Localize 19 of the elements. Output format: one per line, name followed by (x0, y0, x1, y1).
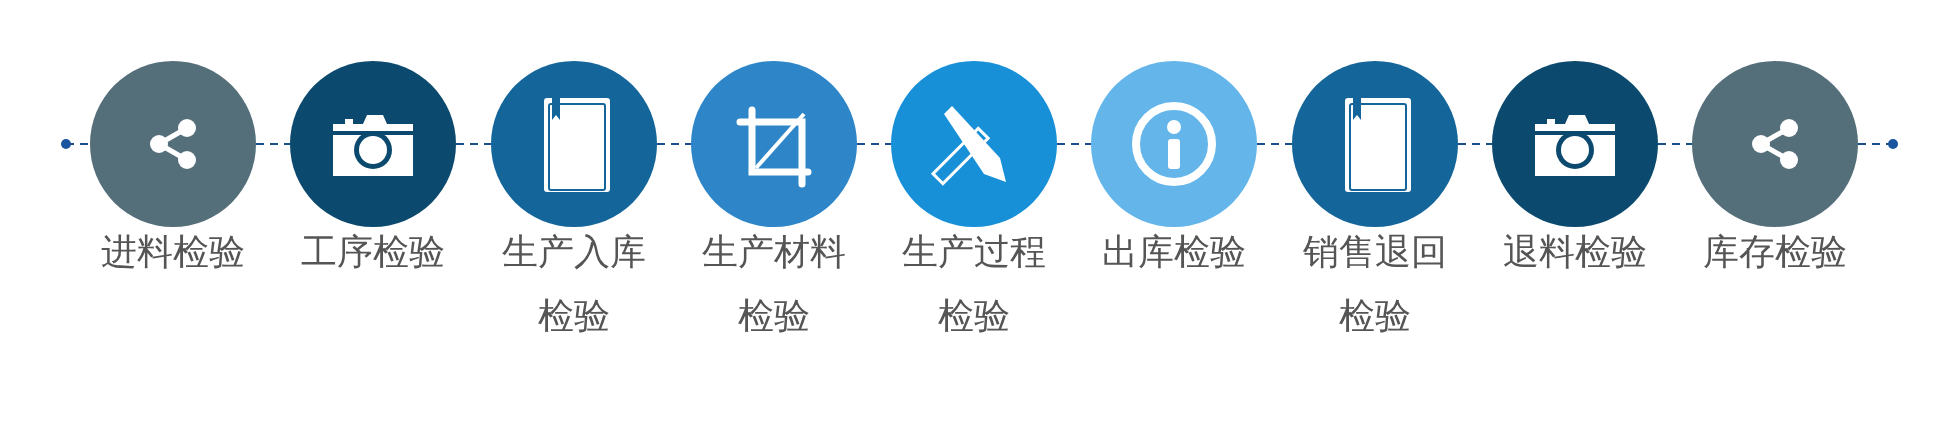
dashed-connector (1857, 139, 1898, 149)
step-label: 库存检验 (1702, 230, 1848, 274)
step-label: 销售退回检验 (1302, 230, 1448, 338)
dashed-connector (455, 143, 492, 145)
dashed-connector (856, 143, 892, 145)
dashed-connector (1256, 143, 1293, 145)
step-label: 生产入库检验 (501, 230, 647, 338)
dashed-connector (1056, 143, 1092, 145)
dashed-connector (1657, 143, 1693, 145)
step-label: 生产材料检验 (701, 230, 847, 338)
step-label: 工序检验 (300, 230, 446, 274)
step-label: 出库检验 (1101, 230, 1247, 274)
dashed-connector (61, 139, 91, 149)
dashed-connector (1457, 143, 1493, 145)
dashed-connector (255, 143, 291, 145)
dashed-connector (656, 143, 692, 145)
step-label: 生产过程检验 (901, 230, 1047, 338)
step-label: 退料检验 (1502, 230, 1648, 274)
step-label: 进料检验 (100, 230, 246, 274)
